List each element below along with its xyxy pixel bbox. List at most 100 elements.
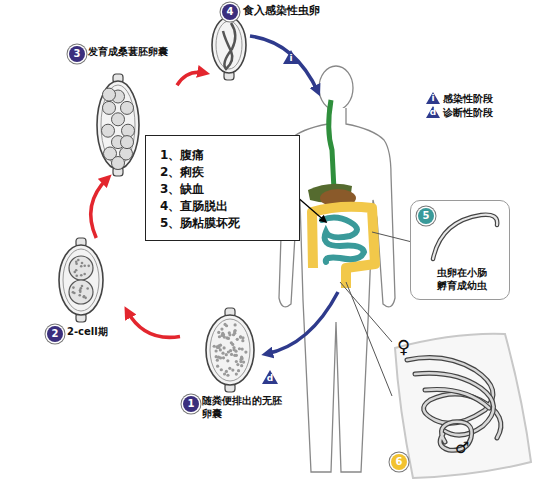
illustration: [415, 373, 494, 435]
illustration: [425, 389, 489, 408]
illustration: [234, 329, 237, 332]
illustration: [236, 363, 239, 366]
illustration: [215, 349, 218, 352]
illustration: [210, 319, 250, 381]
stage-symbol-letter: i: [284, 52, 298, 64]
adult-worm-box: ♀ ♂ 6: [385, 330, 535, 480]
stage-label: 随粪便排出的无胚卵囊: [202, 395, 286, 420]
illustration: [57, 238, 105, 322]
illustration: [72, 286, 75, 289]
stage-symbol-letter: d: [263, 372, 277, 384]
stage-label: 虫卵在小肠孵育成幼虫: [435, 267, 488, 292]
illustration: [81, 285, 84, 288]
callout-number: 5: [418, 208, 434, 224]
illustration: [121, 136, 134, 149]
illustration: [425, 389, 489, 408]
illustration: [223, 323, 226, 326]
illustration: [86, 287, 89, 290]
illustration: [69, 280, 93, 304]
illustration: [222, 333, 225, 336]
illustration: [83, 264, 86, 267]
illustration: [210, 10, 248, 80]
illustration: [240, 356, 243, 359]
legend-text: 诊断性阶段: [443, 106, 493, 120]
stage-symbol-letter: d: [426, 106, 440, 118]
life-stage-box: 4 食入感染性虫卵: [205, 2, 345, 82]
illustration: [75, 262, 78, 265]
illustration: [225, 353, 228, 356]
illustration: [95, 74, 141, 176]
callout-number: 4: [222, 4, 238, 20]
stage-label: 2-cell期: [67, 326, 127, 339]
illustration: [235, 360, 238, 363]
illustration: [242, 360, 245, 363]
illustration: [217, 331, 220, 334]
illustration: [63, 249, 99, 311]
illustration: [241, 339, 244, 342]
illustration: [210, 10, 248, 80]
illustration: [238, 347, 241, 350]
illustration: [219, 356, 222, 359]
illustration: [80, 274, 83, 277]
symptom-item: 5、肠粘膜坏死: [160, 216, 295, 231]
symptom-item: 4、直肠脱出: [160, 199, 295, 214]
illustration: [244, 351, 247, 354]
larva-box: 5 虫卵在小肠孵育成幼虫: [410, 200, 510, 300]
illustration: [75, 275, 78, 278]
illustration: [216, 21, 242, 69]
illustration: [433, 215, 497, 259]
illustration: [241, 336, 244, 339]
illustration: [59, 245, 103, 315]
illustration: [121, 101, 134, 114]
illustration: [216, 359, 219, 362]
cycle-arrow: [127, 311, 180, 338]
illustration: [112, 113, 125, 126]
illustration: [241, 348, 244, 351]
stage-symbol-letter: i: [426, 92, 440, 104]
illustration: [57, 238, 105, 322]
illustration: [103, 88, 116, 101]
illustration: [223, 23, 235, 69]
illustration: [227, 337, 230, 340]
illustration: [72, 291, 75, 294]
illustration: [234, 350, 237, 353]
illustration: [415, 373, 494, 435]
illustration: [97, 81, 139, 169]
illustration: [235, 372, 238, 375]
illustration: [407, 358, 501, 438]
illustration: [206, 315, 254, 385]
illustration: [102, 124, 115, 137]
legend-text: 感染性阶段: [443, 92, 493, 106]
illustration: [80, 265, 83, 268]
cycle-arrow: [177, 72, 205, 85]
illustration: [226, 374, 229, 377]
illustration: [78, 294, 81, 297]
life-stage-box: 1随粪便排出的无胚卵囊: [180, 308, 302, 424]
stage-label: 食入感染性虫卵: [243, 4, 343, 18]
illustration: [215, 355, 218, 358]
callout-number: 2: [47, 326, 63, 342]
illustration: [87, 265, 90, 268]
illustration: [103, 101, 116, 114]
callout-number: 3: [69, 46, 85, 62]
illustration: [213, 345, 216, 348]
illustration: [230, 341, 233, 344]
illustration: [226, 359, 229, 362]
symptom-box: 1、腹痛2、痢疾3、缺血4、直肠脱出5、肠粘膜坏死: [145, 135, 300, 241]
illustration: [69, 256, 93, 280]
symptom-item: 2、痢疾: [160, 165, 295, 180]
sex-symbol: ♂: [455, 438, 475, 458]
illustration: [216, 365, 219, 368]
illustration: [222, 356, 225, 359]
illustration: [77, 259, 80, 262]
callout-number: 1: [183, 396, 199, 412]
sex-symbol: ♀: [397, 336, 417, 359]
illustration: [75, 269, 78, 272]
illustration: [83, 295, 86, 298]
illustration: [80, 287, 83, 290]
callout-number: 6: [391, 454, 407, 470]
illustration: [231, 368, 234, 371]
illustration: [229, 349, 232, 352]
